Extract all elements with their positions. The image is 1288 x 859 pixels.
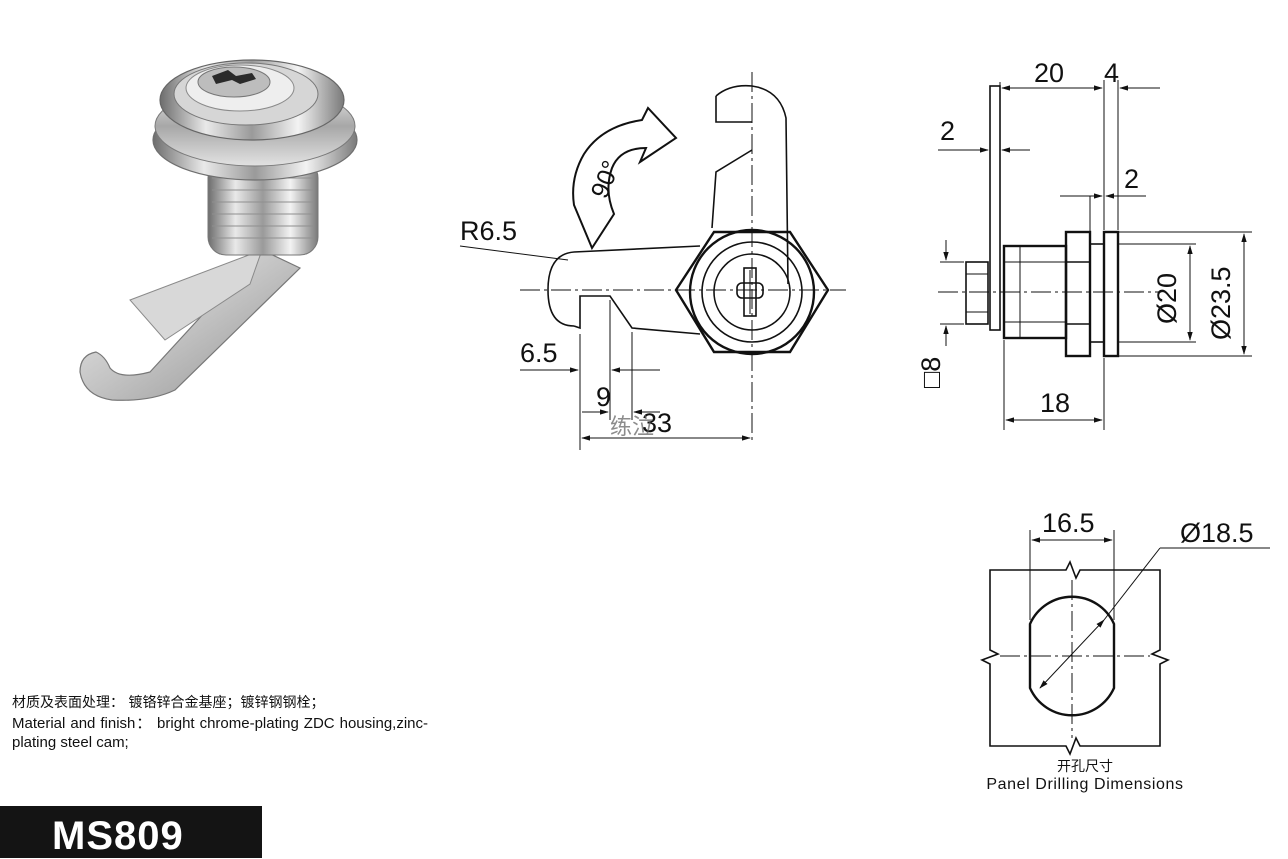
curved-arrow-icon bbox=[572, 106, 678, 251]
product-photo bbox=[79, 59, 358, 401]
dim-2-right: 2 bbox=[1124, 164, 1139, 194]
dia-23-5: Ø23.5 bbox=[1206, 266, 1236, 340]
dia-20: Ø20 bbox=[1152, 273, 1182, 324]
radius-label: R6.5 bbox=[460, 216, 517, 246]
panel-diameter: Ø18.5 bbox=[1180, 518, 1254, 548]
square-8: □8 bbox=[916, 357, 946, 388]
material-cn: 材质及表面处理： 镀铬锌合金基座；镀锌钢钢栓； bbox=[12, 695, 325, 711]
dim-33: 33 bbox=[642, 408, 672, 438]
watermark: 练泣 bbox=[610, 415, 654, 440]
keyhole-icon bbox=[736, 267, 764, 317]
model-number: MS809 bbox=[52, 814, 184, 858]
material-description: 材质及表面处理： 镀铬锌合金基座；镀锌钢钢栓； Material and fin… bbox=[12, 694, 428, 753]
panel-caption-cn: 开孔尺寸 bbox=[1057, 759, 1113, 775]
panel-caption-en: Panel Drilling Dimensions bbox=[986, 776, 1184, 793]
model-badge: MS809 bbox=[0, 806, 262, 858]
panel-drilling-view: Ø18.5 16.5 bbox=[980, 508, 1270, 756]
dim-6-5: 6.5 bbox=[520, 338, 558, 368]
length-18: 18 bbox=[1040, 388, 1070, 418]
dim-2-top: 2 bbox=[940, 116, 955, 146]
panel-width: 16.5 bbox=[1042, 508, 1095, 538]
front-view: 90° R6.5 6.5 9 33 练泣 bbox=[459, 72, 846, 450]
dim-20: 20 bbox=[1034, 58, 1064, 88]
dim-4: 4 bbox=[1104, 58, 1119, 88]
side-view: 20 4 2 2 Ø20 Ø23.5 □8 18 bbox=[916, 58, 1252, 430]
dim-9: 9 bbox=[596, 382, 611, 412]
material-en: Material and finish： bright chrome-plati… bbox=[12, 714, 428, 752]
